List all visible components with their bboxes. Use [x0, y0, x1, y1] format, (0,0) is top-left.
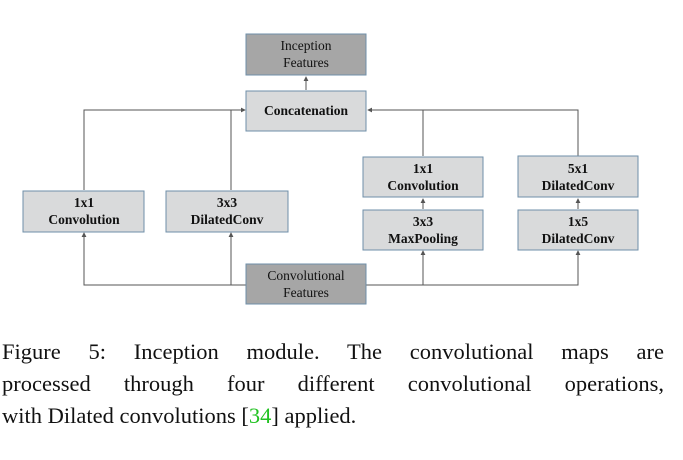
node-dilated1x5-line1: 1x5 [568, 214, 589, 229]
node-dilated3x3: 3x3 DilatedConv [165, 190, 289, 233]
node-maxpool3x3-line2: MaxPooling [388, 231, 458, 246]
node-conv1x1-b-line2: Convolution [387, 178, 459, 193]
node-inception-features: Inception Features [245, 33, 367, 76]
caption-line-3-end: ] applied. [271, 403, 357, 428]
caption-line-3-start: with Dilated convolutions [ [2, 403, 249, 428]
node-dilated5x1-line2: DilatedConv [542, 178, 615, 193]
node-dilated5x1-line1: 5x1 [568, 161, 589, 176]
node-conv1x1-b-line1: 1x1 [413, 161, 434, 176]
node-conv1x1-a: 1x1 Convolution [22, 190, 145, 233]
node-dilated3x3-line1: 3x3 [217, 195, 238, 210]
node-dilated3x3-line2: DilatedConv [191, 212, 264, 227]
node-conv-features-line2: Features [283, 285, 329, 300]
node-conv1x1-a-line2: Convolution [48, 212, 120, 227]
node-conv-features: Convolutional Features [245, 263, 367, 305]
node-inception-features-line1: Inception [281, 38, 332, 53]
node-concatenation-label: Concatenation [264, 103, 348, 118]
figure-caption: Figure 5: Inception module. The convolut… [2, 336, 664, 432]
node-dilated1x5: 1x5 DilatedConv [517, 209, 639, 251]
arrow-conv1x1-a-to-concat [83, 107, 246, 190]
node-dilated5x1: 5x1 DilatedConv [517, 155, 639, 198]
caption-line-1: Figure 5: Inception module. The convolut… [2, 339, 664, 364]
citation-link[interactable]: 34 [248, 403, 272, 428]
caption-line-3: with Dilated convolutions [34] applied. [2, 400, 664, 432]
connectors [81, 76, 581, 286]
node-maxpool3x3-line1: 3x3 [413, 214, 434, 229]
inception-module-diagram: Inception Features Concatenation 1x1 Con… [22, 33, 639, 305]
caption-line-2: processed through four different convolu… [2, 371, 664, 396]
node-conv-features-line1: Convolutional [267, 268, 344, 283]
arrow-dilated5x1-to-concat [367, 107, 579, 156]
node-conv1x1-b: 1x1 Convolution [362, 156, 484, 198]
node-inception-features-line2: Features [283, 55, 329, 70]
arrow-features-to-dilated1x5 [366, 250, 581, 286]
node-conv1x1-a-line1: 1x1 [74, 195, 95, 210]
arrow-features-to-conv1x1-a [81, 232, 246, 286]
node-maxpool3x3: 3x3 MaxPooling [362, 209, 484, 251]
node-concatenation: Concatenation [245, 90, 367, 132]
node-dilated1x5-line2: DilatedConv [542, 231, 615, 246]
